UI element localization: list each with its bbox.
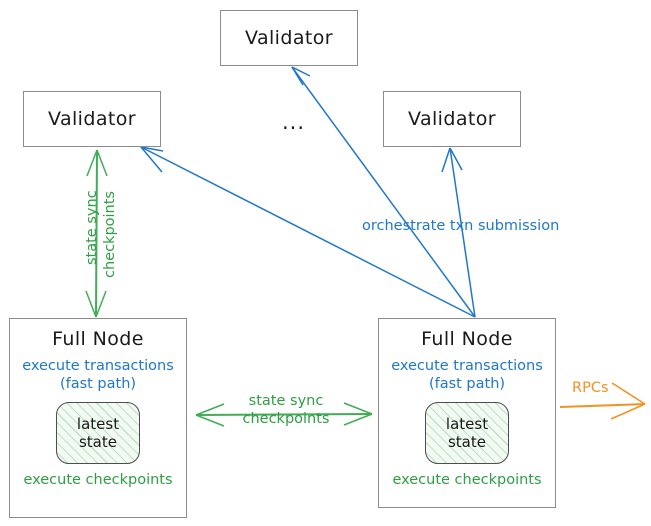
full-node-right-title: Full Node xyxy=(421,328,513,350)
edge-label-orchestrate: orchestrate txn submission xyxy=(362,218,560,234)
latest-state-right-text: latest state xyxy=(446,415,488,451)
full-node-left-blue-line-1: execute transactions xyxy=(22,358,174,374)
validator-left-label: Validator xyxy=(48,108,136,130)
validator-box-left[interactable]: Validator xyxy=(23,91,161,147)
edge-label-state-sync-vertical-line-2: checkpoints xyxy=(102,191,118,278)
full-node-left-blue-line-2: (fast path) xyxy=(59,376,137,393)
edge-label-rpcs: RPCs xyxy=(572,380,609,396)
ellipsis-more-validators: ... xyxy=(282,110,306,134)
full-node-left-green-text: execute checkpoints xyxy=(23,472,173,489)
full-node-right-blue-text: execute transactions (fast path) xyxy=(379,357,555,393)
full-node-right-green-text: execute checkpoints xyxy=(392,472,542,489)
full-node-right-blue-line-2: (fast path) xyxy=(428,376,506,393)
validator-top-label: Validator xyxy=(245,27,333,49)
edge-label-state-sync-vertical-line-1: state sync xyxy=(84,190,100,265)
full-node-right-blue-line-1: execute transactions xyxy=(391,358,543,374)
edge-label-state-sync-horizontal-line-2: checkpoints xyxy=(242,411,330,428)
latest-state-left-line-1: latest xyxy=(76,415,120,434)
validator-box-top[interactable]: Validator xyxy=(220,10,358,66)
full-node-left-blue-text: execute transactions (fast path) xyxy=(10,357,186,393)
validator-right-label: Validator xyxy=(408,108,496,130)
latest-state-left-line-2: state xyxy=(78,433,117,452)
full-node-left-title: Full Node xyxy=(52,328,144,350)
latest-state-right-line-2: state xyxy=(447,433,486,452)
latest-state-box-right[interactable]: latest state xyxy=(425,402,509,465)
edge-label-state-sync-horizontal: state sync checkpoints xyxy=(226,392,346,428)
validator-box-right[interactable]: Validator xyxy=(383,91,521,147)
latest-state-box-left[interactable]: latest state xyxy=(56,402,140,465)
full-node-box-left[interactable]: Full Node execute transactions (fast pat… xyxy=(9,318,187,518)
latest-state-left-text: latest state xyxy=(77,415,119,451)
full-node-box-right[interactable]: Full Node execute transactions (fast pat… xyxy=(378,318,556,508)
latest-state-right-line-1: latest xyxy=(445,415,489,434)
edge-label-state-sync-horizontal-line-1: state sync xyxy=(248,393,324,409)
